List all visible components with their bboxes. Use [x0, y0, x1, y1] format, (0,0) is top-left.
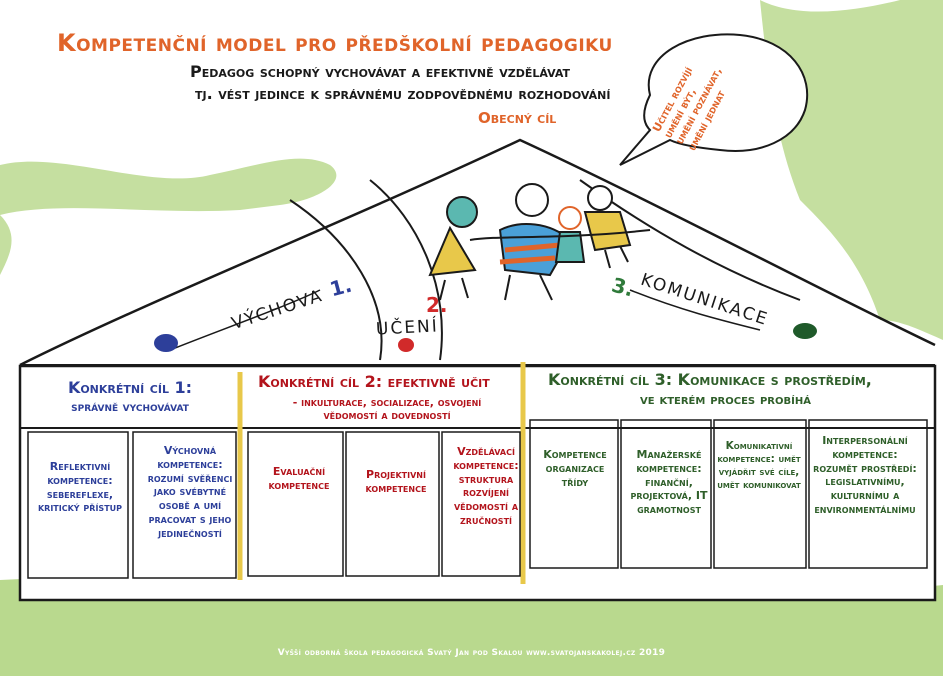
- competence-komunikativni: Komunikativní kompetence: umět vyjádřit …: [717, 440, 801, 492]
- competence-vzdelavaci: Vzdělávací kompetence: struktura rozvíje…: [453, 445, 519, 527]
- roof-underline-3: [629, 289, 761, 331]
- page-title: Kompetenční model pro předškolní pedagog…: [57, 29, 613, 57]
- goal-2-subtitle-line: - inkulturace, socializace, osvojení: [292, 396, 482, 409]
- goal-2-subtitle: - inkulturace, socializace, osvojení věd…: [262, 396, 512, 422]
- roof-line-1: [289, 199, 383, 361]
- footer-band: [0, 636, 943, 676]
- goal-1-title: Konkrétní cíl 1:: [67, 378, 193, 397]
- green-patch-left: [0, 158, 337, 215]
- roof-outline: [19, 138, 936, 367]
- goal-3-title: Konkrétní cíl 3: Komunikace s prostředím…: [548, 370, 872, 389]
- goal-1-subtitle: správně vychovávat: [71, 400, 189, 415]
- general-goal-label: Obecný cíl: [478, 109, 557, 127]
- competence-manazerske: Manažerské kompetence: finanční, projekt…: [630, 448, 708, 516]
- red-dot: [398, 338, 414, 352]
- competence-interpersonalni: Interpersonální kompetence: rozumět pros…: [813, 434, 917, 516]
- subtitle-line-2: tj. vést jedince k správnému zodpovědném…: [195, 84, 611, 103]
- children-drawing: [428, 183, 651, 301]
- speech-bubble: [619, 33, 809, 166]
- goal-2-title: Konkrétní cíl 2: efektivně učit: [258, 372, 490, 391]
- competence-evaluacni: Evaluační kompetence: [268, 465, 330, 492]
- roof-label-uceni: Učení: [375, 316, 440, 340]
- competence-organizace-tridy: Kompetence organizace třídy: [543, 448, 607, 489]
- goal-2-subtitle-line: vědomostí a dovedností: [323, 409, 451, 423]
- green-patch-right: [760, 0, 943, 340]
- green-patch-left-lower: [0, 215, 12, 275]
- roof-underline-1: [169, 289, 321, 351]
- competence-reflektivni: Reflektivní kompetence: sebereflexe, kri…: [37, 460, 123, 515]
- roof-number-2: 2.: [426, 293, 448, 317]
- competence-projektivni: Projektivní kompetence: [365, 468, 427, 495]
- green-dot: [793, 323, 817, 339]
- footer-text: Vyšší odborná škola pedagogická Svatý Ja…: [277, 648, 666, 658]
- goal-3-subtitle: ve kterém proces probíhá: [640, 392, 811, 408]
- blue-dot: [154, 334, 178, 352]
- competence-vychovna: Výchovná kompetence: rozumí svěřenci jak…: [147, 444, 233, 540]
- subtitle-line-1: Pedagog schopný vychovávat a efektivně v…: [190, 62, 571, 81]
- building-body: [18, 364, 937, 602]
- roof-line-2: [369, 179, 443, 361]
